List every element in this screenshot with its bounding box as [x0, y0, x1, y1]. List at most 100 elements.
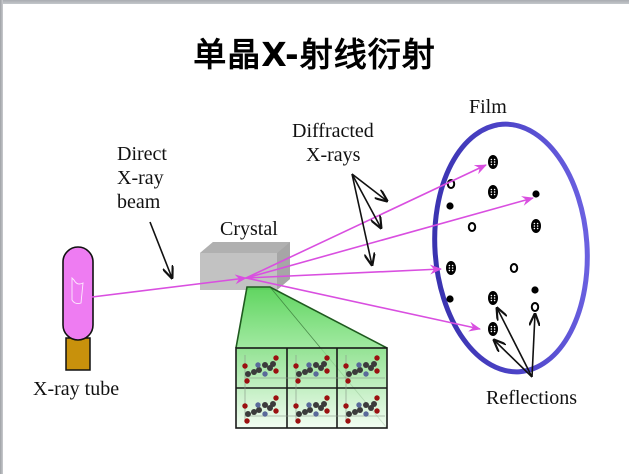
spot-highlight	[490, 299, 493, 302]
crystal-top-face	[200, 242, 290, 253]
spot-highlight	[533, 225, 536, 227]
diffracted-beam-3	[245, 264, 442, 279]
oxygen-atom	[343, 363, 349, 369]
nitrogen-atom	[255, 362, 261, 368]
tube-filament-icon	[71, 276, 84, 305]
diffracted-beam-4	[245, 277, 481, 332]
reflection-spot-large	[531, 219, 541, 233]
zoom-projection-edge	[235, 286, 388, 349]
spot-highlight	[493, 163, 496, 166]
oxygen-atom	[295, 378, 301, 384]
spot-highlight	[533, 227, 536, 230]
film-label: Film	[469, 96, 507, 118]
nitrogen-atom	[363, 411, 369, 417]
film	[432, 121, 590, 375]
oxygen-atom	[244, 418, 250, 424]
reflection-spot-ring	[509, 263, 519, 273]
diffracted-beam-2	[245, 196, 534, 279]
diffracted-pointer-1	[351, 173, 387, 201]
nitrogen-atom	[306, 362, 312, 368]
reflection-spots	[446, 155, 541, 336]
spot-highlight	[448, 267, 451, 269]
carbon-atom	[256, 407, 262, 413]
reflection-spot-ring	[467, 222, 477, 232]
oxygen-atom	[293, 363, 299, 369]
spot-highlight	[451, 269, 454, 272]
oxygen-atom	[324, 408, 330, 414]
spot-highlight	[493, 188, 496, 191]
xray-tube-label: X-ray tube	[33, 378, 119, 400]
oxygen-atom	[345, 378, 351, 384]
oxygen-atom	[242, 363, 248, 369]
oxygen-atom	[343, 403, 349, 409]
carbon-atom	[262, 362, 268, 368]
carbon-atom	[346, 371, 352, 377]
spot-highlight	[490, 297, 493, 299]
spot-highlight	[451, 264, 454, 267]
carbon-atom	[313, 362, 319, 368]
spot-highlight	[536, 222, 539, 225]
carbon-atom	[363, 402, 369, 408]
reflection-spot-large	[488, 185, 498, 199]
nitrogen-atom	[255, 402, 261, 408]
oxygen-atom	[374, 408, 380, 414]
direct-beam-label-line1: Direct	[117, 143, 167, 165]
carbon-atom	[267, 405, 273, 411]
oxygen-atom	[242, 403, 248, 409]
diffracted-pointer-3	[351, 173, 372, 265]
carbon-atom	[302, 409, 308, 415]
crystal	[200, 242, 290, 290]
spot-highlight	[536, 225, 539, 227]
spot-highlight	[448, 264, 451, 267]
spot-highlight	[493, 330, 496, 333]
diffracted-label-line2: X-rays	[306, 144, 361, 166]
carbon-atom	[296, 371, 302, 377]
carbon-atom	[357, 407, 363, 413]
spot-highlight	[493, 325, 496, 328]
reflection-pointer-3	[532, 314, 535, 378]
oxygen-atom	[374, 395, 380, 401]
beams	[91, 164, 534, 332]
spot-highlight	[493, 158, 496, 161]
reflection-spot-large	[446, 261, 456, 275]
spot-highlight	[490, 328, 493, 330]
carbon-atom	[352, 369, 358, 375]
reflection-spot-large	[488, 291, 498, 305]
spot-highlight	[490, 294, 493, 297]
molecules	[242, 355, 380, 424]
spot-highlight	[490, 191, 493, 193]
unit-cell-grid	[235, 347, 388, 429]
crystal-side-face	[277, 242, 290, 290]
direct-beam-label-line2: X-ray	[117, 167, 164, 189]
spot-highlight	[493, 328, 496, 330]
nitrogen-atom	[313, 371, 319, 377]
spot-highlight	[493, 297, 496, 299]
reflection-spot-small	[446, 202, 454, 210]
carbon-atom	[245, 411, 251, 417]
carbon-atom	[346, 411, 352, 417]
spot-highlight	[493, 191, 496, 193]
spot-highlight	[490, 188, 493, 191]
window-frame-left	[0, 0, 3, 474]
carbon-atom	[245, 371, 251, 377]
tube-base	[65, 337, 91, 371]
oxygen-atom	[374, 368, 380, 374]
reflection-pointer-2	[494, 340, 533, 378]
carbon-atom	[251, 369, 257, 375]
carbon-atom	[267, 365, 273, 371]
nitrogen-atom	[306, 402, 312, 408]
carbon-atom	[318, 405, 324, 411]
reflection-spot-ring	[530, 302, 540, 312]
reflection-spot-large	[488, 322, 498, 336]
oxygen-atom	[273, 408, 279, 414]
oxygen-atom	[324, 368, 330, 374]
oxygen-atom	[295, 418, 301, 424]
oxygen-atom	[324, 355, 330, 361]
spot-highlight	[451, 267, 454, 269]
crystal-body	[200, 242, 290, 290]
spot-highlight	[490, 193, 493, 196]
reflections-label: Reflections	[486, 387, 577, 409]
nitrogen-atom	[356, 402, 362, 408]
spot-highlight	[536, 227, 539, 230]
